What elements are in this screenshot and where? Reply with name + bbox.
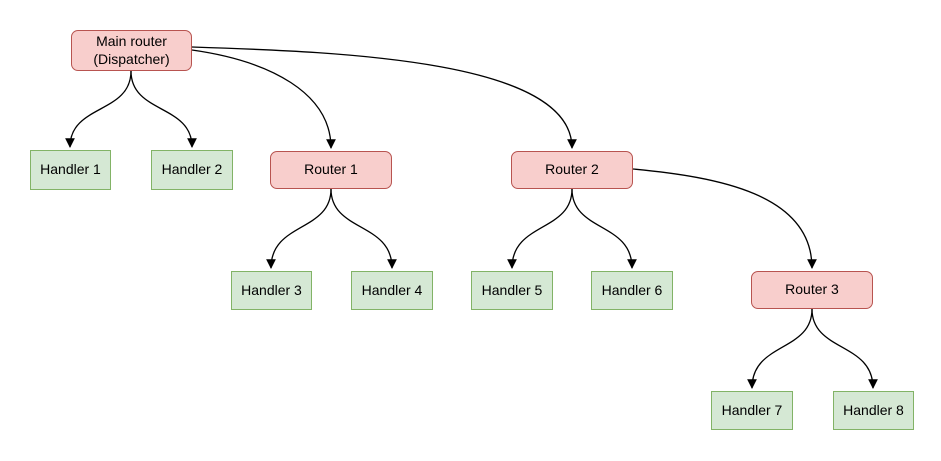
node-handler-7: Handler 7 (711, 391, 793, 430)
edge-main-to-handler2 (130, 70, 197, 148)
edge-main-to-handler1 (65, 70, 132, 148)
edge-router2-to-router3 (632, 168, 817, 269)
edge-router3-to-handler7 (747, 308, 813, 389)
node-main-router: Main router (Dispatcher) (71, 30, 192, 71)
node-router-2: Router 2 (511, 151, 633, 189)
edge-main-to-router1 (191, 49, 336, 149)
node-handler-3: Handler 3 (231, 271, 312, 310)
edge-router1-to-handler3 (266, 188, 332, 269)
edge-router2-to-handler5 (507, 188, 573, 269)
node-router-3: Router 3 (751, 271, 873, 309)
node-handler-6: Handler 6 (591, 271, 673, 310)
edge-router1-to-handler4 (330, 188, 397, 269)
node-handler-8: Handler 8 (833, 391, 914, 430)
edge-main-to-router2 (191, 46, 577, 149)
node-handler-1: Handler 1 (30, 150, 111, 190)
node-handler-4: Handler 4 (351, 271, 433, 310)
edge-router3-to-handler8 (811, 308, 878, 389)
node-router-1: Router 1 (270, 151, 392, 189)
edge-router2-to-handler6 (571, 188, 637, 269)
node-handler-2: Handler 2 (151, 150, 233, 190)
node-handler-5: Handler 5 (471, 271, 553, 310)
